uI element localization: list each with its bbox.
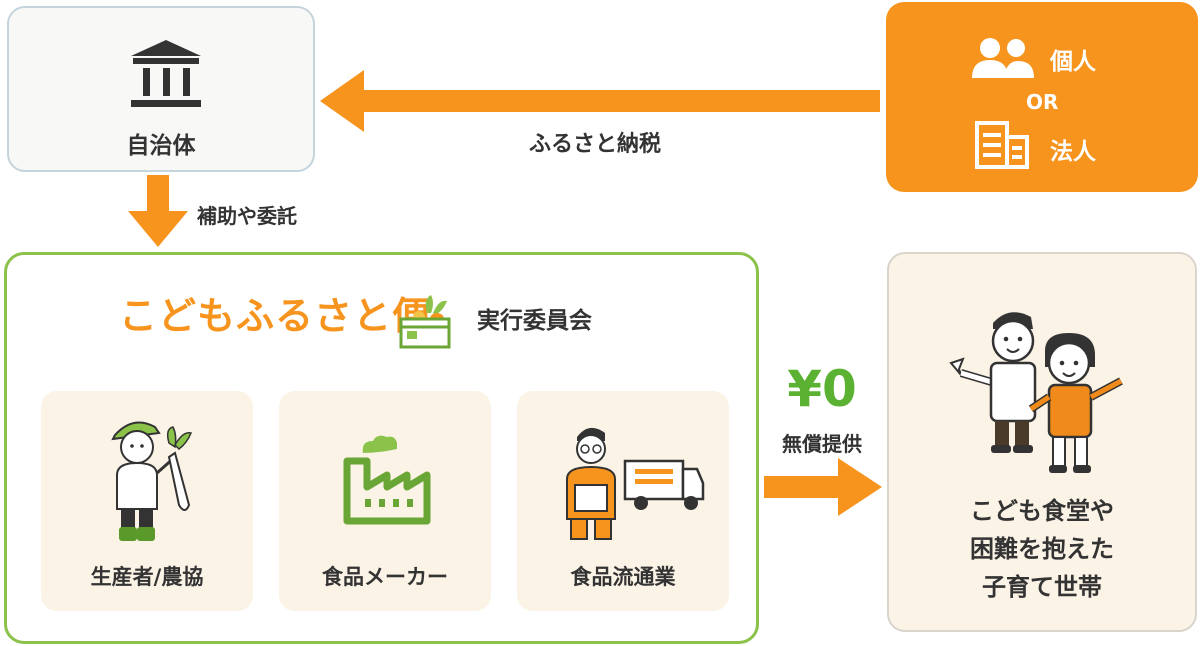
member-card-distribution: 食品流通業	[517, 391, 729, 611]
recipients-box: こども食堂や 困難を抱えた 子育て世帯	[887, 252, 1197, 632]
subsidy-arrow	[128, 175, 188, 247]
donor-box: 個人 OR 法人	[886, 2, 1198, 192]
factory-icon	[343, 435, 431, 525]
free-price-label: ¥0	[787, 360, 857, 418]
government-label: 自治体	[126, 133, 196, 159]
member-card-producer: 生産者/農協	[41, 391, 253, 611]
member-label-producer: 生産者/農協	[90, 565, 204, 589]
logo-text: こどもふるさと便	[119, 294, 432, 338]
recipients-text: こども食堂や 困難を抱えた 子育て世帯	[889, 492, 1195, 606]
government-box: 自治体	[7, 6, 315, 172]
delivery-worker-icon	[566, 427, 705, 540]
furusato-nozei-label: ふるさと納税	[528, 132, 661, 157]
office-building-icon	[975, 121, 1029, 169]
recipients-line-3: 子育て世帯	[982, 573, 1102, 601]
donation-arrow	[320, 70, 880, 132]
children-icon	[949, 312, 1123, 473]
or-label: OR	[1026, 90, 1059, 114]
member-card-maker: 食品メーカー	[279, 391, 491, 611]
farmer-icon	[111, 421, 193, 541]
recipients-line-2: 困難を抱えた	[970, 535, 1114, 563]
vegetable-box-icon	[399, 295, 451, 349]
committee-title: 実行委員会	[477, 308, 592, 334]
recipients-line-1: こども食堂や	[970, 497, 1114, 525]
corporation-label: 法人	[1050, 139, 1096, 165]
subsidy-label: 補助や委託	[197, 204, 297, 228]
people-icon	[972, 38, 1034, 78]
member-label-maker: 食品メーカー	[322, 565, 448, 589]
provision-arrow	[764, 458, 882, 516]
member-label-distribution: 食品流通業	[570, 565, 676, 589]
free-provision-label: 無償提供	[782, 432, 862, 456]
government-building-icon	[131, 40, 201, 107]
individual-label: 個人	[1050, 49, 1096, 75]
committee-box: こどもふるさと便 実行委員会 生産者/農協	[4, 252, 759, 644]
